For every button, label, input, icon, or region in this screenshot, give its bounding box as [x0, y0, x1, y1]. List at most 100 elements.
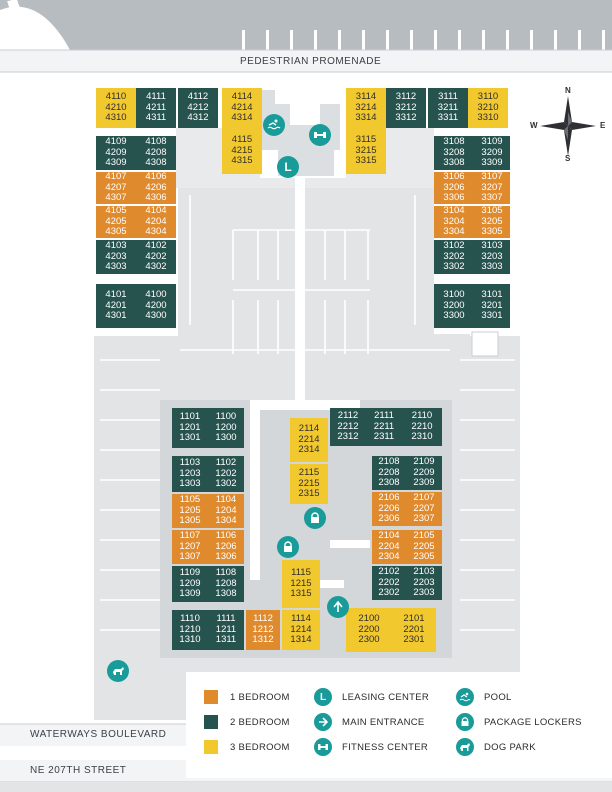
unit-number: 2306 — [378, 513, 400, 525]
unit-number: 2107 — [413, 492, 435, 504]
package-lockers-icon-upper[interactable] — [304, 507, 326, 529]
unit-number: 1112 — [253, 613, 273, 625]
dumbbell-icon[interactable] — [309, 124, 331, 146]
unit-number: 3204 — [443, 215, 465, 227]
unit-number: 2309 — [413, 477, 435, 489]
unit-number: 3302 — [443, 261, 465, 273]
unit-number: 4300 — [145, 310, 167, 322]
unit-number: 2315 — [298, 488, 320, 500]
legend-one-bedroom: 1 BEDROOM — [204, 688, 290, 706]
unit-number: 3309 — [481, 157, 503, 169]
unit-number: 1100 — [215, 411, 237, 423]
package-lockers-icon-lower[interactable] — [277, 536, 299, 558]
unit-number: 1300 — [215, 432, 237, 444]
unit-number: 2203 — [413, 576, 435, 588]
unit-number: 2103 — [413, 566, 435, 578]
unit-number: 1201 — [179, 421, 201, 433]
legend-fitness-label: FITNESS CENTER — [342, 741, 429, 753]
unit-number: 1315 — [290, 588, 312, 600]
unit-number: 2111 — [374, 410, 394, 422]
unit-number: 3305 — [481, 226, 503, 238]
arrow-right-icon — [314, 713, 332, 731]
main-entrance-icon[interactable] — [327, 596, 349, 618]
unit-number: 4314 — [231, 112, 253, 124]
unit-number: 3215 — [355, 144, 377, 156]
unit-number: 1307 — [179, 551, 201, 563]
unit-number: 3307 — [481, 192, 503, 204]
two-bedroom-swatch — [204, 715, 218, 729]
unit-number: 1114 — [291, 613, 311, 625]
pool-icon[interactable] — [263, 114, 285, 136]
unit-number: 1210 — [179, 623, 201, 635]
dog-park-icon[interactable] — [107, 660, 129, 682]
unit-number: 2210 — [411, 420, 433, 432]
leasing-center-icon[interactable]: L — [277, 156, 299, 178]
legend-two-bedroom: 2 BEDROOM — [204, 713, 290, 731]
unit-number: 2211 — [373, 420, 395, 432]
unit-number: 3104 — [443, 205, 465, 217]
unit-number: 4109 — [105, 136, 127, 148]
unit-number: 3114 — [355, 91, 377, 103]
